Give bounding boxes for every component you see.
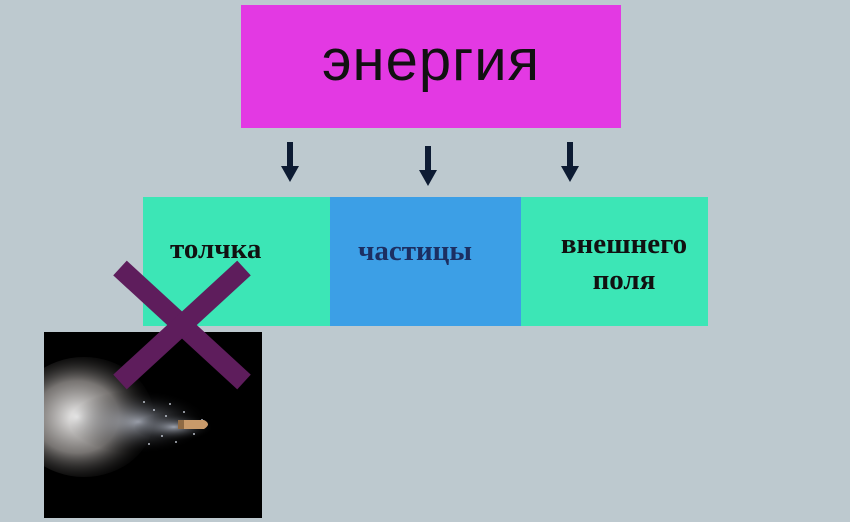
energy-title: энергия (321, 28, 541, 93)
external-field-energy-label: внешнего поля (560, 228, 688, 296)
particle-energy-label: частицы (358, 235, 473, 267)
arrow-down-icon (419, 146, 437, 186)
external-field-energy-box: внешнего поля (521, 197, 708, 326)
arrow-down-icon (561, 142, 579, 182)
cross-mark-icon (113, 260, 251, 390)
energy-title-box: энергия (241, 5, 621, 128)
particle-energy-box: частицы (330, 197, 521, 326)
push-energy-label: толчка (170, 233, 262, 265)
arrow-down-icon (281, 142, 299, 182)
